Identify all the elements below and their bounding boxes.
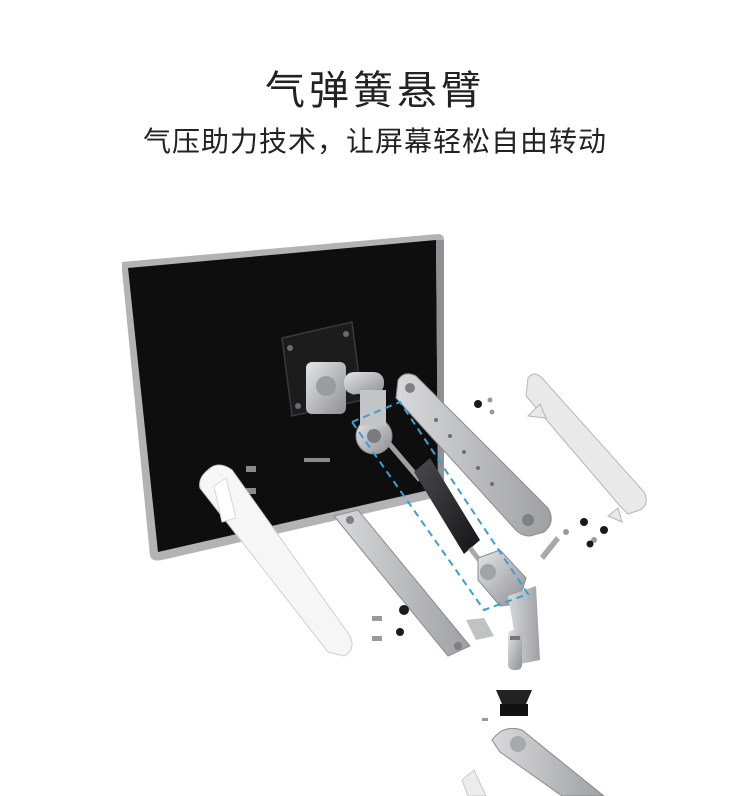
gas-spring-highlight [350, 400, 530, 612]
washers-and-screws-left [372, 605, 409, 641]
screws-left [246, 458, 330, 494]
lower-joint [477, 549, 540, 664]
lower-arm [461, 718, 605, 796]
arm-cover-right [525, 373, 647, 523]
tilt-joint [344, 372, 393, 455]
vesa-mount-plate [281, 321, 363, 417]
page-subtitle: 气压助力技术，让屏幕轻松自由转动 [142, 125, 607, 158]
forearm-plate [333, 509, 494, 657]
upper-arm [395, 373, 552, 537]
pivot-pin [496, 630, 532, 716]
washers-and-screws-right [474, 397, 608, 560]
page-title: 气弹簧悬臂 [265, 68, 485, 114]
arm-cover-left [199, 464, 353, 657]
